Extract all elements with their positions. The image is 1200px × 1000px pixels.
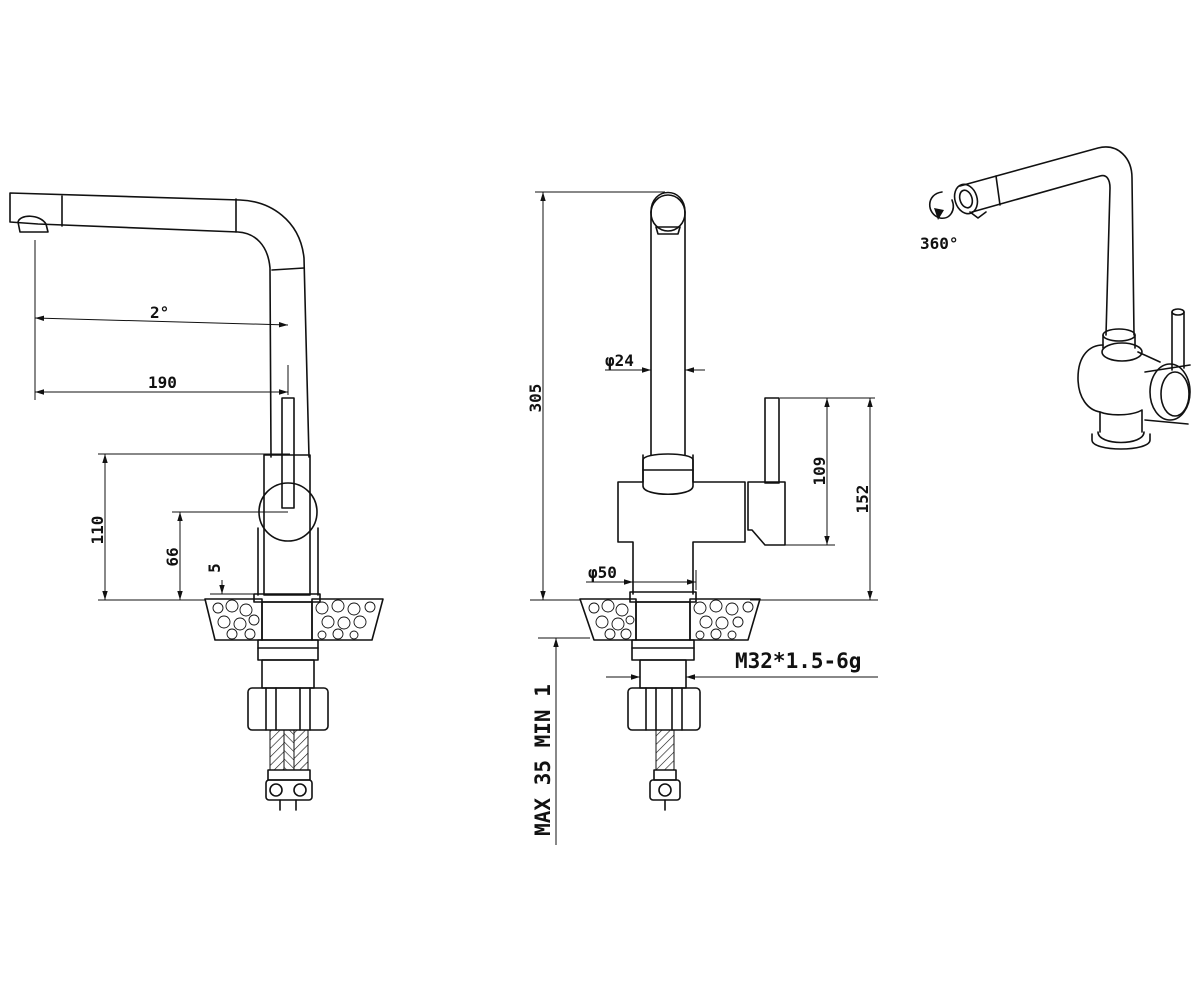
rotation-arrow-icon	[928, 191, 955, 220]
side-view: 2° 190 110 66 5	[9, 192, 384, 811]
front-lever	[764, 397, 780, 484]
perspective-spout	[959, 146, 1135, 336]
front-deck	[579, 598, 761, 641]
perspective-lever-rod	[1171, 311, 1185, 371]
perspective-view: 360°	[920, 146, 1191, 450]
reach-label: 190	[148, 373, 177, 392]
lever-top-height-label: 152	[853, 485, 872, 514]
side-body	[263, 454, 311, 596]
front-body	[617, 454, 746, 595]
perspective-body	[1077, 344, 1161, 433]
height-center-label: 66	[163, 547, 182, 566]
side-hose-left	[269, 729, 285, 771]
front-spout-tube	[650, 211, 686, 456]
perspective-lever-cap	[1149, 363, 1191, 421]
front-view: 305 φ24 φ50 109 152 M32*1.5-6g MAX 35 MI…	[526, 191, 878, 845]
side-spout-arm	[9, 192, 310, 458]
lever-height-label: 109	[810, 457, 829, 486]
deck-gap-label: 5	[205, 563, 224, 573]
side-aerator	[17, 215, 49, 233]
total-height-label: 305	[526, 384, 545, 413]
front-lock-nut	[627, 687, 701, 731]
rotation-label: 360°	[920, 234, 959, 253]
deck-thickness-label: MAX 35 MIN 1	[531, 684, 555, 836]
side-deck	[204, 598, 384, 641]
thread-spec-label: M32*1.5-6g	[735, 649, 861, 673]
spout-diameter-label: φ24	[605, 351, 634, 370]
side-lock-nut	[247, 687, 329, 731]
base-diameter-label: φ50	[588, 563, 617, 582]
side-lever	[281, 397, 295, 509]
front-spout-tip	[650, 194, 686, 232]
angle-label: 2°	[150, 303, 169, 322]
side-hose-right	[293, 729, 309, 771]
height-handle-label: 110	[88, 516, 107, 545]
front-hose	[655, 729, 675, 771]
